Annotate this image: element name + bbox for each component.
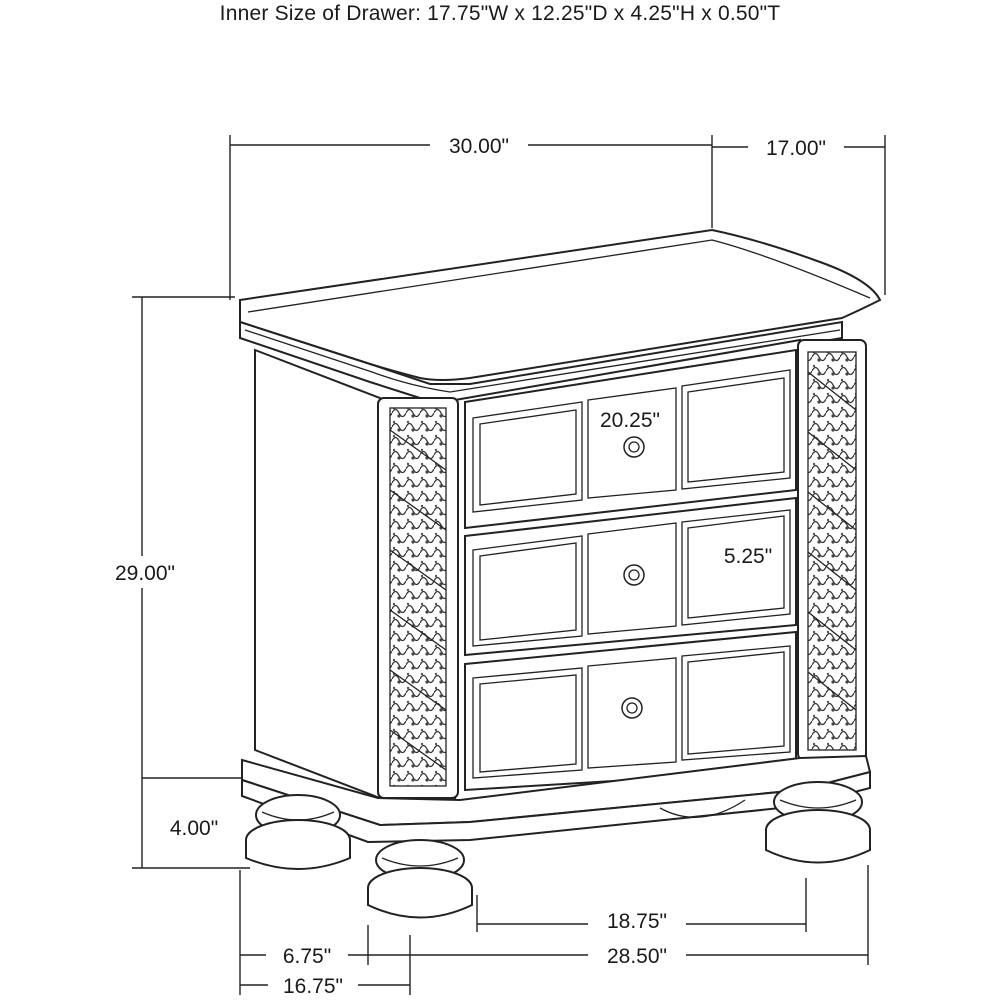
drawer-knob-1	[623, 436, 645, 458]
dim-side-depth: 16.75"	[283, 975, 343, 998]
inner-drawer-size-caption: Inner Size of Drawer: 17.75"W x 12.25"D …	[219, 2, 781, 25]
dim-top-depth: 17.00"	[766, 137, 826, 160]
dimension-labels: 30.00" 17.00" 29.00" 4.00" 20.25" 5.25" …	[96, 130, 844, 1000]
dim-leg-height: 4.00"	[170, 817, 218, 840]
foot-left-back	[245, 794, 351, 870]
nightstand-drawing	[239, 228, 882, 919]
side-panel	[254, 348, 386, 802]
dim-front-span: 18.75"	[607, 910, 667, 933]
dim-base-width: 28.50"	[607, 945, 667, 968]
drawer-knob-2	[623, 564, 645, 586]
drawer-knob-3	[621, 697, 643, 719]
dim-height: 29.00"	[115, 562, 175, 585]
dim-drawer-width: 20.25"	[600, 409, 660, 432]
dim-top-width: 30.00"	[449, 135, 509, 158]
foot-front-right	[765, 781, 871, 864]
dim-drawer-height: 5.25"	[724, 545, 772, 568]
right-carved-column	[797, 339, 867, 761]
dim-side-offset: 6.75"	[283, 945, 331, 968]
foot-front-left	[367, 839, 473, 919]
left-carved-column	[377, 397, 459, 799]
table-top	[239, 228, 882, 381]
